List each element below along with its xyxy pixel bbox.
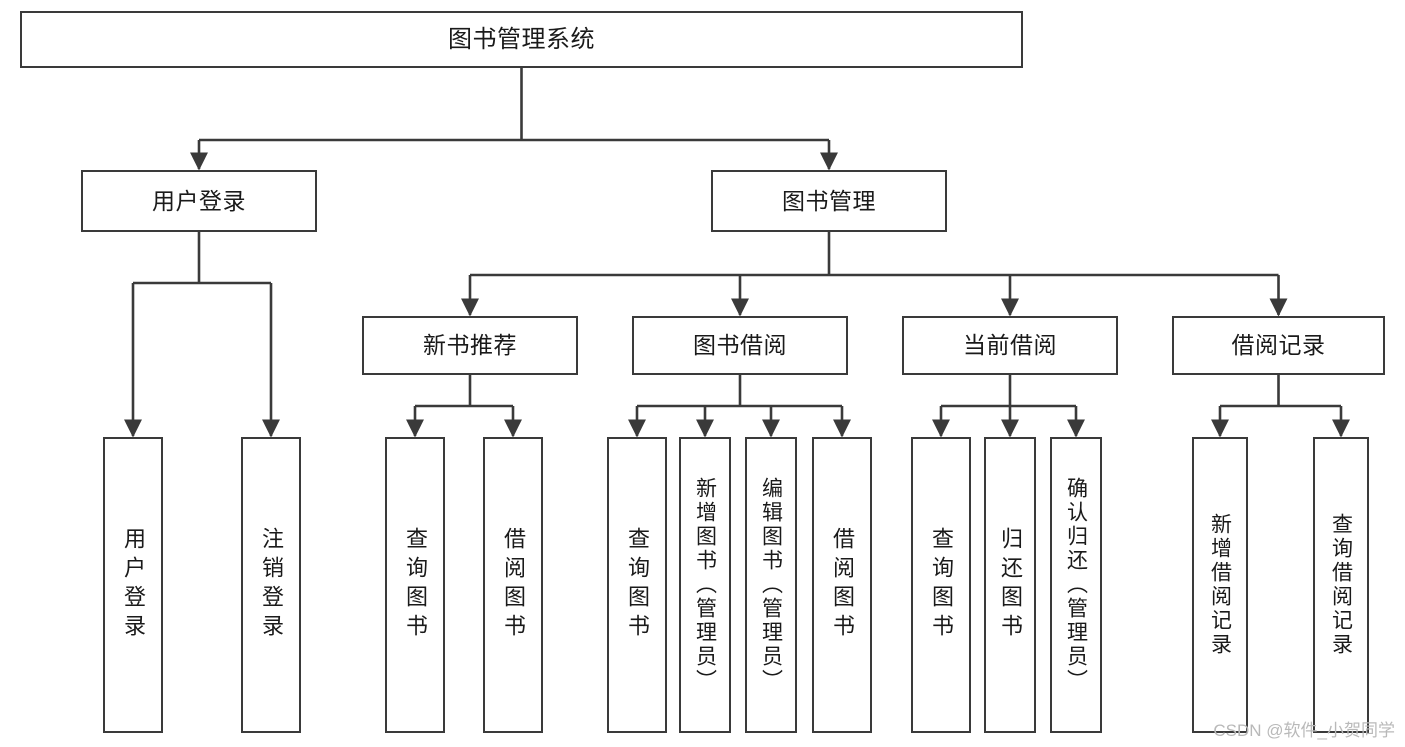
- node-label: 用户登录: [121, 527, 146, 643]
- node-label: 确认归还（管理员）: [1064, 477, 1088, 693]
- leaf-confirm-return-admin[interactable]: 确认归还（管理员）: [1050, 437, 1102, 733]
- leaf-query-book-borrowing[interactable]: 查询图书: [607, 437, 667, 733]
- node-root-book-management-system[interactable]: 图书管理系统: [20, 11, 1023, 68]
- leaf-return-book[interactable]: 归还图书: [984, 437, 1036, 733]
- node-label: 编辑图书（管理员）: [759, 477, 783, 693]
- leaf-borrow-book-recommendation[interactable]: 借阅图书: [483, 437, 543, 733]
- node-label: 注销登录: [259, 527, 284, 643]
- node-label: 图书借阅: [693, 332, 787, 358]
- leaf-add-borrow-record[interactable]: 新增借阅记录: [1192, 437, 1248, 733]
- leaf-user-login[interactable]: 用户登录: [103, 437, 163, 733]
- node-label: 查询图书: [929, 527, 954, 643]
- node-current-borrowing[interactable]: 当前借阅: [902, 316, 1118, 375]
- leaf-query-book-recommendation[interactable]: 查询图书: [385, 437, 445, 733]
- node-label: 图书管理: [782, 187, 876, 214]
- node-label: 新增借阅记录: [1208, 513, 1232, 657]
- node-label: 查询借阅记录: [1329, 513, 1353, 657]
- watermark-csdn: CSDN @软件_小贺同学: [1213, 721, 1395, 740]
- leaf-add-book-admin[interactable]: 新增图书（管理员）: [679, 437, 731, 733]
- node-new-book-recommendation[interactable]: 新书推荐: [362, 316, 578, 375]
- node-label: 借阅图书: [501, 527, 526, 643]
- node-label: 图书管理系统: [448, 25, 595, 53]
- leaf-borrow-book-borrowing[interactable]: 借阅图书: [812, 437, 872, 733]
- node-label: 借阅图书: [830, 527, 855, 643]
- leaf-edit-book-admin[interactable]: 编辑图书（管理员）: [745, 437, 797, 733]
- node-book-management[interactable]: 图书管理: [711, 170, 947, 232]
- node-label: 归还图书: [998, 527, 1023, 643]
- node-label: 用户登录: [152, 187, 246, 214]
- node-label: 当前借阅: [963, 332, 1057, 358]
- leaf-query-borrow-record[interactable]: 查询借阅记录: [1313, 437, 1369, 733]
- node-label: 新书推荐: [423, 332, 517, 358]
- node-label: 查询图书: [403, 527, 428, 643]
- node-label: 新增图书（管理员）: [693, 477, 717, 693]
- leaf-user-logout[interactable]: 注销登录: [241, 437, 301, 733]
- node-user-login[interactable]: 用户登录: [81, 170, 317, 232]
- node-label: 查询图书: [625, 527, 650, 643]
- node-borrowing-records[interactable]: 借阅记录: [1172, 316, 1385, 375]
- node-book-borrowing[interactable]: 图书借阅: [632, 316, 848, 375]
- node-label: 借阅记录: [1231, 332, 1326, 358]
- leaf-query-book-current[interactable]: 查询图书: [911, 437, 971, 733]
